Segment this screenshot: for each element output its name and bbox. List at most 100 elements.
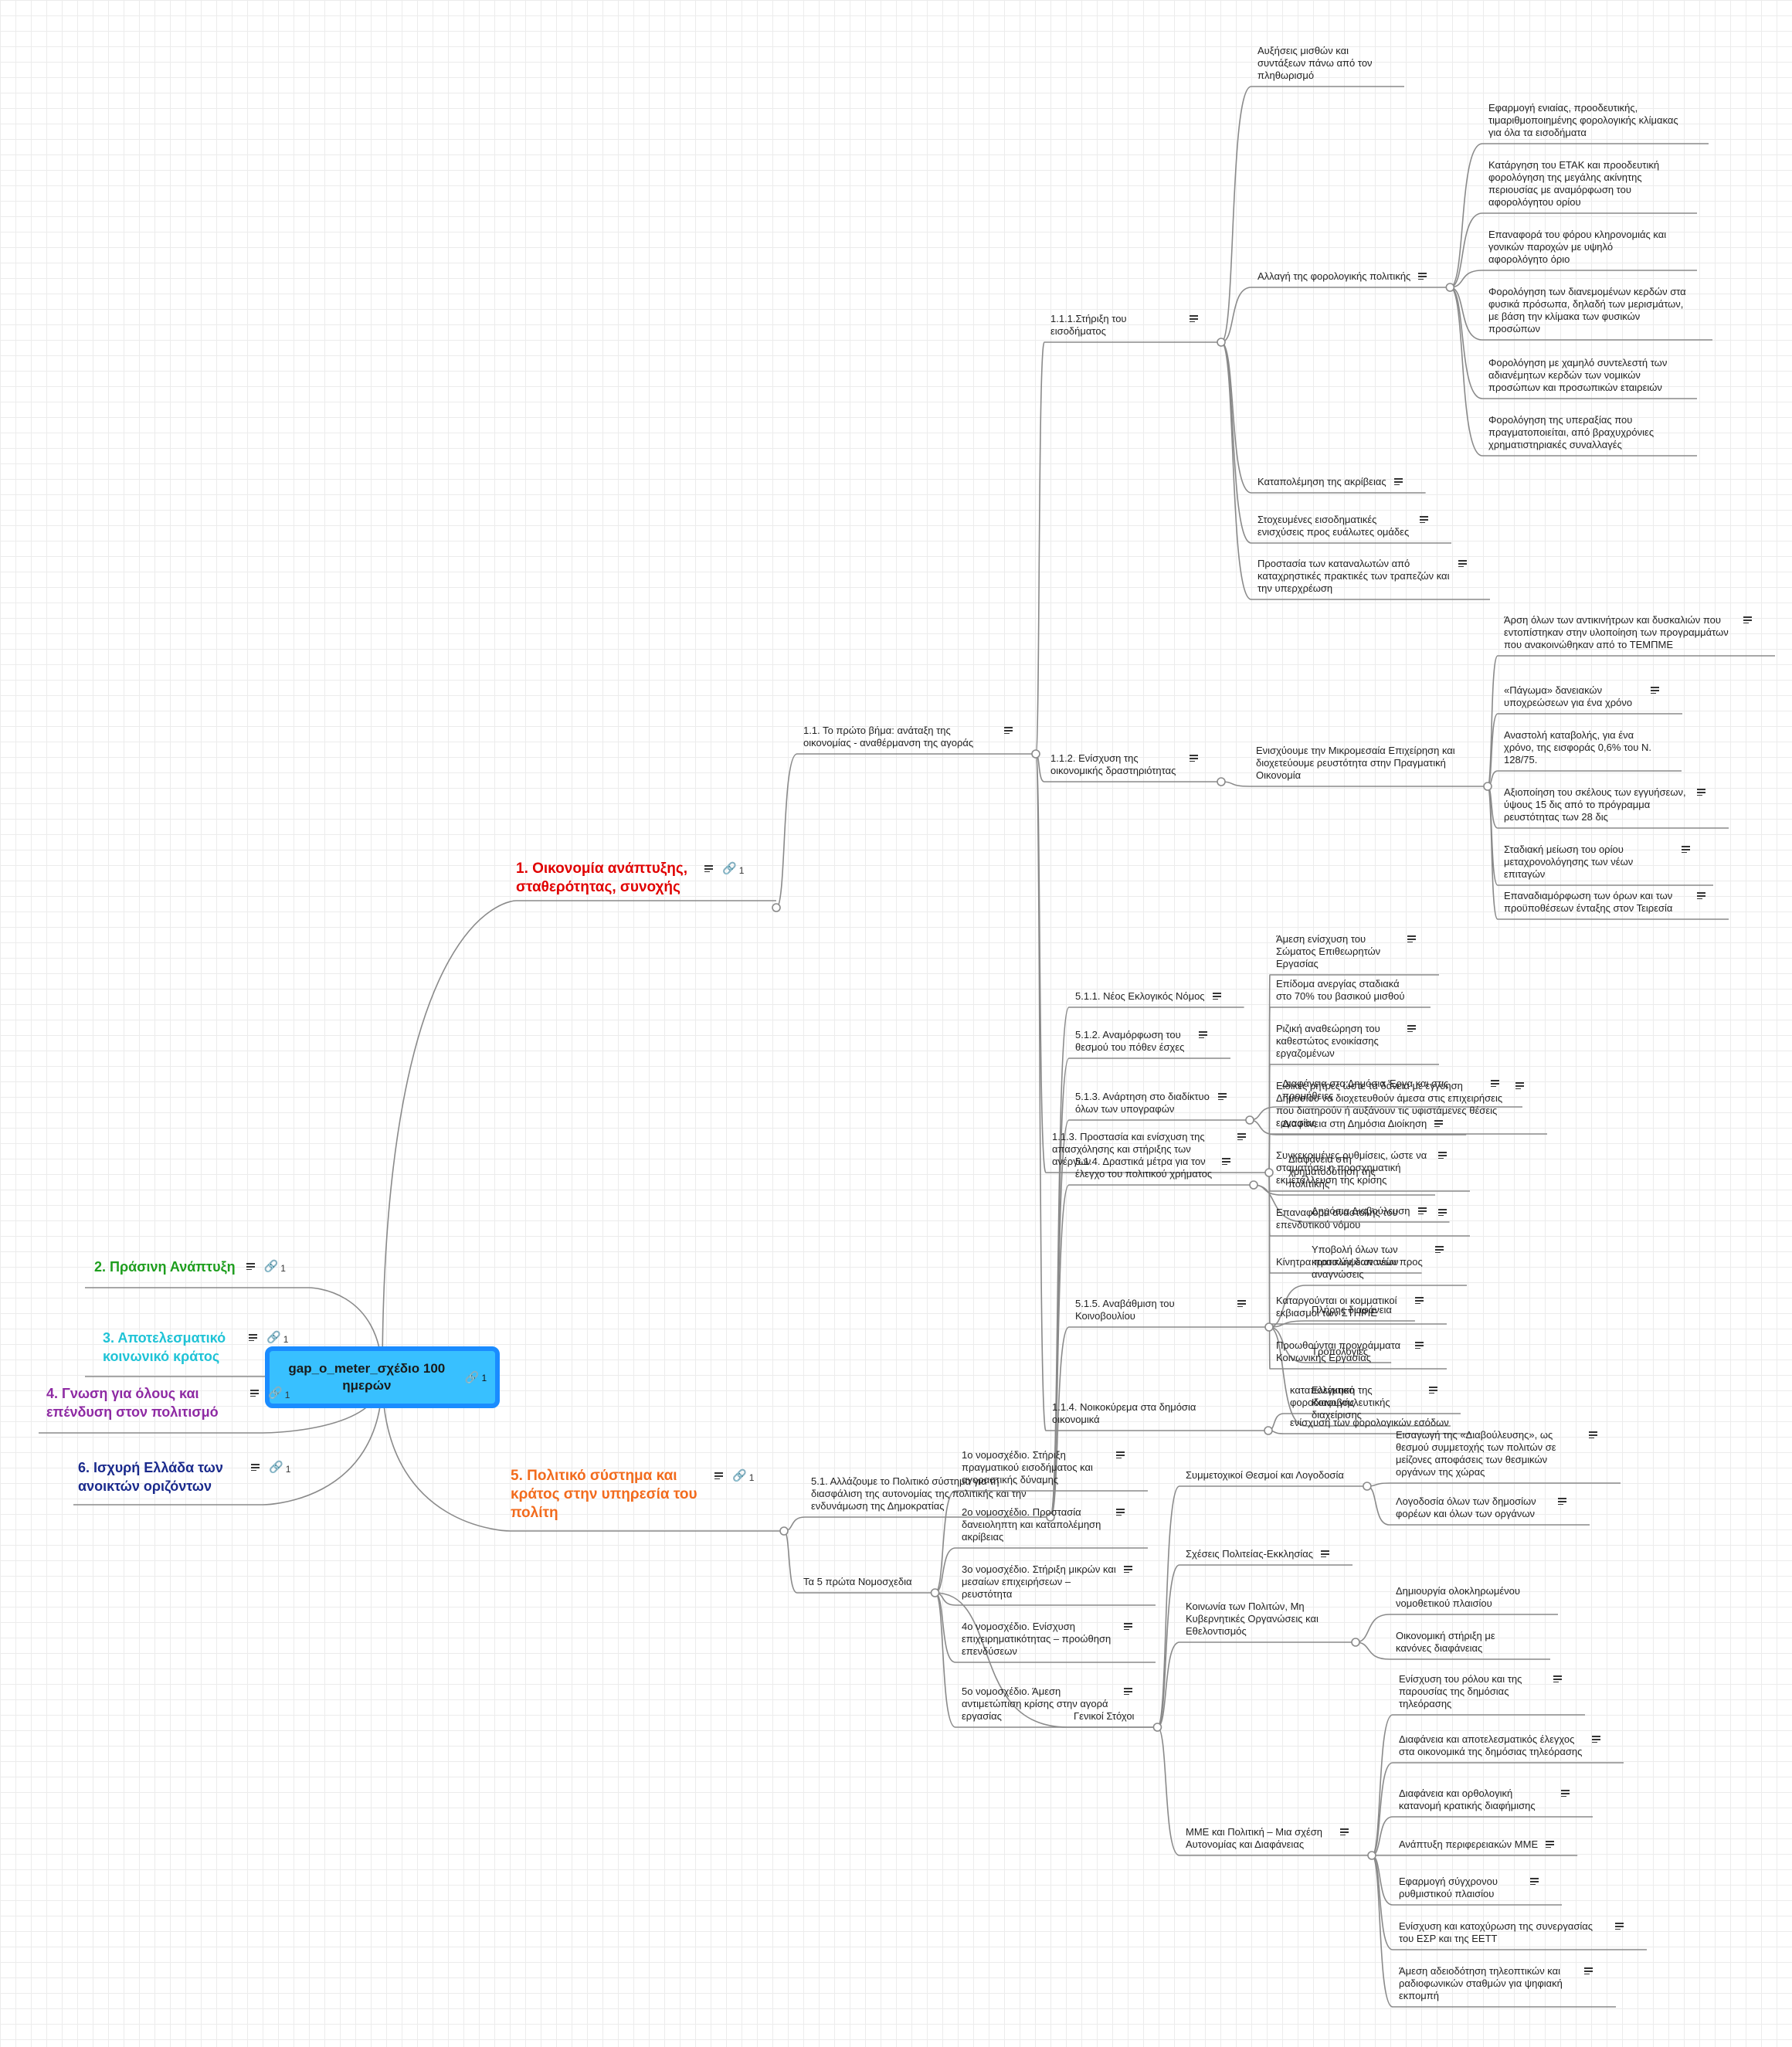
subtopic-n1139[interactable]: Προωθούνται προγράμματα Κοινωνικής Εργασ…	[1276, 1339, 1424, 1364]
collapse-toggle-n513[interactable]	[1245, 1115, 1254, 1125]
note-icon[interactable]	[1435, 1246, 1444, 1253]
subtopic-n5347[interactable]: Άμεση αδειοδότηση τηλεοπτικών και ραδιοφ…	[1399, 1965, 1593, 2002]
subtopic-n11[interactable]: 1.1. Το πρώτο βήμα: ανάταξη της οικονομί…	[803, 725, 1013, 749]
collapse-toggle-n1121[interactable]	[1483, 782, 1492, 791]
collapse-toggle-n534[interactable]	[1367, 1851, 1376, 1860]
note-icon[interactable]	[1199, 1031, 1207, 1038]
collapse-toggle-n112[interactable]	[1217, 777, 1226, 786]
link-icon[interactable]: 🔗	[268, 1387, 283, 1400]
note-icon[interactable]	[1429, 1387, 1437, 1394]
collapse-toggle-n531[interactable]	[1363, 1482, 1372, 1491]
note-icon[interactable]	[1212, 993, 1221, 1000]
subtopic-n1136[interactable]: Επαναφορά αναστολής του επενδυτικού νόμο…	[1276, 1207, 1447, 1231]
note-icon[interactable]	[1546, 1841, 1555, 1848]
collapse-toggle-n1112[interactable]	[1445, 283, 1455, 292]
subtopic-n11215[interactable]: Σταδιακή μείωση του ορίου μεταχρονολόγησ…	[1504, 844, 1690, 881]
topic-5-political-system[interactable]: 5. Πολιτικό σύστημα και κράτος στην υπηρ…	[511, 1467, 754, 1523]
note-icon[interactable]	[1124, 1688, 1132, 1695]
collapse-toggle-n114[interactable]	[1264, 1426, 1273, 1435]
subtopic-n515[interactable]: 5.1.5. Αναβάθμιση του Κοινοβουλίου	[1075, 1298, 1246, 1322]
subtopic-n5346[interactable]: Ενίσχυση και κατοχύρωση της συνεργασίας …	[1399, 1920, 1624, 1945]
topic-6-strong-greece[interactable]: 6. Ισχυρή Ελλάδα των ανοικτών οριζόντων🔗…	[78, 1458, 290, 1495]
subtopic-n11212[interactable]: «Πάγωμα» δανειακών υποχρεώσεων για ένα χ…	[1504, 684, 1659, 709]
note-icon[interactable]	[1418, 273, 1427, 280]
central-topic[interactable]: gap_o_meter_σχέδιο 100 ημερών 🔗 1	[265, 1346, 500, 1408]
collapse-toggle-n51[interactable]	[1046, 1512, 1055, 1522]
subtopic-n5344[interactable]: Ανάπτυξη περιφερειακών ΜΜΕ	[1399, 1838, 1555, 1851]
collapse-toggle-n113[interactable]	[1264, 1168, 1274, 1177]
note-icon[interactable]	[1438, 1209, 1447, 1216]
subtopic-n5141[interactable]: Διαφάνεια στη χρηματοδότηση της πολιτική…	[1288, 1153, 1412, 1190]
subtopic-n111[interactable]: 1.1.1.Στήριξη του εισοδήματος	[1050, 313, 1198, 338]
subtopic-n533[interactable]: Κοινωνία των Πολιτών, Μη Κυβερνητικές Ορ…	[1186, 1601, 1332, 1638]
subtopic-n5343[interactable]: Διαφάνεια και ορθολογική κατανομή κρατικ…	[1399, 1787, 1570, 1812]
note-icon[interactable]	[1682, 846, 1690, 853]
subtopic-n11121[interactable]: Εφαρμογή ενιαίας, προοδευτικής, τιμαριθμ…	[1488, 102, 1685, 139]
subtopic-n112[interactable]: 1.1.2. Ενίσχυση της οικονομικής δραστηρι…	[1050, 752, 1198, 777]
subtopic-n524[interactable]: 4ο νομοσχέδιο. Ενίσχυση επιχειρηματικότη…	[962, 1621, 1132, 1658]
subtopic-n512[interactable]: 5.1.2. Αναμόρφωση του θεσμού του πόθεν έ…	[1075, 1029, 1207, 1054]
note-icon[interactable]	[246, 1263, 255, 1270]
note-icon[interactable]	[250, 1390, 259, 1397]
note-icon[interactable]	[1651, 687, 1659, 694]
subtopic-n11216[interactable]: Επαναδιαμόρφωση των όρων και των προϋποθ…	[1504, 890, 1705, 915]
topic-2-green-growth[interactable]: 2. Πράσινη Ανάπτυξη🔗1	[94, 1258, 286, 1278]
note-icon[interactable]	[1584, 1967, 1593, 1974]
subtopic-n1142[interactable]: ενίσχυση των φορολογικών εσόδων	[1290, 1417, 1449, 1429]
subtopic-n11211[interactable]: Άρση όλων των αντικινήτρων και δυσκαλιών…	[1504, 614, 1752, 651]
note-icon[interactable]	[1558, 1498, 1566, 1505]
note-icon[interactable]	[1491, 1080, 1499, 1087]
subtopic-n5152[interactable]: Πλήρης διαφάνεια	[1312, 1304, 1392, 1316]
subtopic-n11126[interactable]: Φορολόγηση της υπεραξίας που πραγματοποι…	[1488, 414, 1674, 451]
subtopic-n1141[interactable]: καταπολέμηση της φοροδιαφυγής	[1290, 1384, 1437, 1409]
link-icon[interactable]: 🔗	[464, 1371, 480, 1384]
topic-3-social-state[interactable]: 3. Αποτελεσματικό κοινωνικό κράτος🔗1	[103, 1329, 288, 1366]
subtopic-n11124[interactable]: Φορολόγηση των διανεμομένων κερδών στα φ…	[1488, 286, 1689, 335]
note-icon[interactable]	[1417, 1207, 1427, 1214]
collapse-toggle-n533[interactable]	[1351, 1638, 1360, 1647]
subtopic-n525[interactable]: 5ο νομοσχέδιο. Άμεση αντιμετώπιση κρίσης…	[962, 1685, 1132, 1723]
collapse-toggle-n52[interactable]	[930, 1588, 940, 1597]
note-icon[interactable]	[1553, 1675, 1562, 1682]
note-icon[interactable]	[1116, 1451, 1125, 1458]
link-icon[interactable]: 🔗	[263, 1260, 279, 1273]
subtopic-n5331[interactable]: Δημιουργία ολοκληρωμένου νομοθετικού πλα…	[1396, 1585, 1535, 1610]
subtopic-n1134[interactable]: Ειδικές ρήτρες ώστε τα δάνεια με εγγύηση…	[1276, 1080, 1524, 1129]
subtopic-n1133[interactable]: Ριζική αναθεώρηση του καθεστώτος ενοικία…	[1276, 1023, 1416, 1060]
subtopic-n5151[interactable]: Υποβολή όλων των κρατικών δαπανών προς α…	[1312, 1244, 1444, 1281]
subtopic-n522[interactable]: 2ο νομοσχέδιο. Προστασία δανειοληπτη και…	[962, 1506, 1125, 1543]
note-icon[interactable]	[1697, 789, 1705, 796]
subtopic-n5131[interactable]: Διαφάνεια στα Δημόσια Έργα και στις προμ…	[1282, 1078, 1499, 1102]
note-icon[interactable]	[1697, 892, 1705, 899]
subtopic-n1111[interactable]: Αυξήσεις μισθών και συντάξεων πάνω από τ…	[1257, 45, 1381, 82]
topic-4-knowledge-culture[interactable]: 4. Γνωση για όλους και επένδυση στον πολ…	[46, 1384, 290, 1421]
link-icon[interactable]: 🔗	[722, 862, 737, 875]
note-icon[interactable]	[1124, 1566, 1132, 1573]
note-icon[interactable]	[1004, 727, 1013, 734]
collapse-toggle-n53[interactable]	[1152, 1723, 1162, 1732]
note-icon[interactable]	[1407, 1025, 1416, 1032]
subtopic-n1138[interactable]: Καταργούνται οι κομματικοί εκβιασμοί των…	[1276, 1295, 1424, 1319]
subtopic-n1131[interactable]: Άμεση ενίσχυση του Σώματος Επιθεωρητών Ε…	[1276, 933, 1416, 970]
subtopic-n5341[interactable]: Ενίσχυση του ρόλου και της παρουσίας της…	[1399, 1673, 1562, 1710]
subtopic-n11214[interactable]: Αξιοποίηση του σκέλους των εγγυήσεων, ύψ…	[1504, 786, 1705, 823]
link-icon[interactable]: 🔗	[269, 1461, 283, 1474]
subtopic-n5342[interactable]: Διαφάνεια και αποτελεσματικός έλεγχος στ…	[1399, 1733, 1600, 1758]
subtopic-n5154[interactable]: Ελεγκτικό Κοινοβουλευτικής διαχείρισης	[1312, 1384, 1427, 1421]
collapse-toggle-n514[interactable]	[1249, 1180, 1258, 1190]
subtopic-n513[interactable]: 5.1.3. Ανάρτηση στο διαδίκτυο όλων των υ…	[1075, 1091, 1227, 1115]
subtopic-n1114[interactable]: Στοχευμένες εισοδηματικές ενισχύσεις προ…	[1257, 514, 1428, 538]
note-icon[interactable]	[1420, 516, 1428, 523]
subtopic-n11125[interactable]: Φορολόγηση με χαμηλό συντελεστή των αδια…	[1488, 357, 1674, 394]
collapse-toggle-n515[interactable]	[1264, 1322, 1274, 1332]
note-icon[interactable]	[714, 1472, 723, 1479]
topic-1-economy[interactable]: 1. Οικονομία ανάπτυξης, σταθερότητας, συ…	[516, 860, 744, 897]
subtopic-n1135[interactable]: Συγκεκριμένες ρυθμίσεις, ώστε να σταματή…	[1276, 1149, 1447, 1186]
link-icon[interactable]: 🔗	[266, 1331, 281, 1344]
note-icon[interactable]	[1561, 1790, 1570, 1797]
subtopic-n114[interactable]: 1.1.4. Νοικοκύρεμα στα δημόσια οικονομικ…	[1052, 1401, 1245, 1426]
subtopic-n5142[interactable]: Δημόσια Διαβούλευση	[1312, 1205, 1427, 1217]
note-icon[interactable]	[1218, 1093, 1227, 1100]
subtopic-n11122[interactable]: Κατάργηση του ΕΤΑΚ και προοδευτική φορολ…	[1488, 159, 1674, 209]
note-icon[interactable]	[1116, 1509, 1125, 1516]
